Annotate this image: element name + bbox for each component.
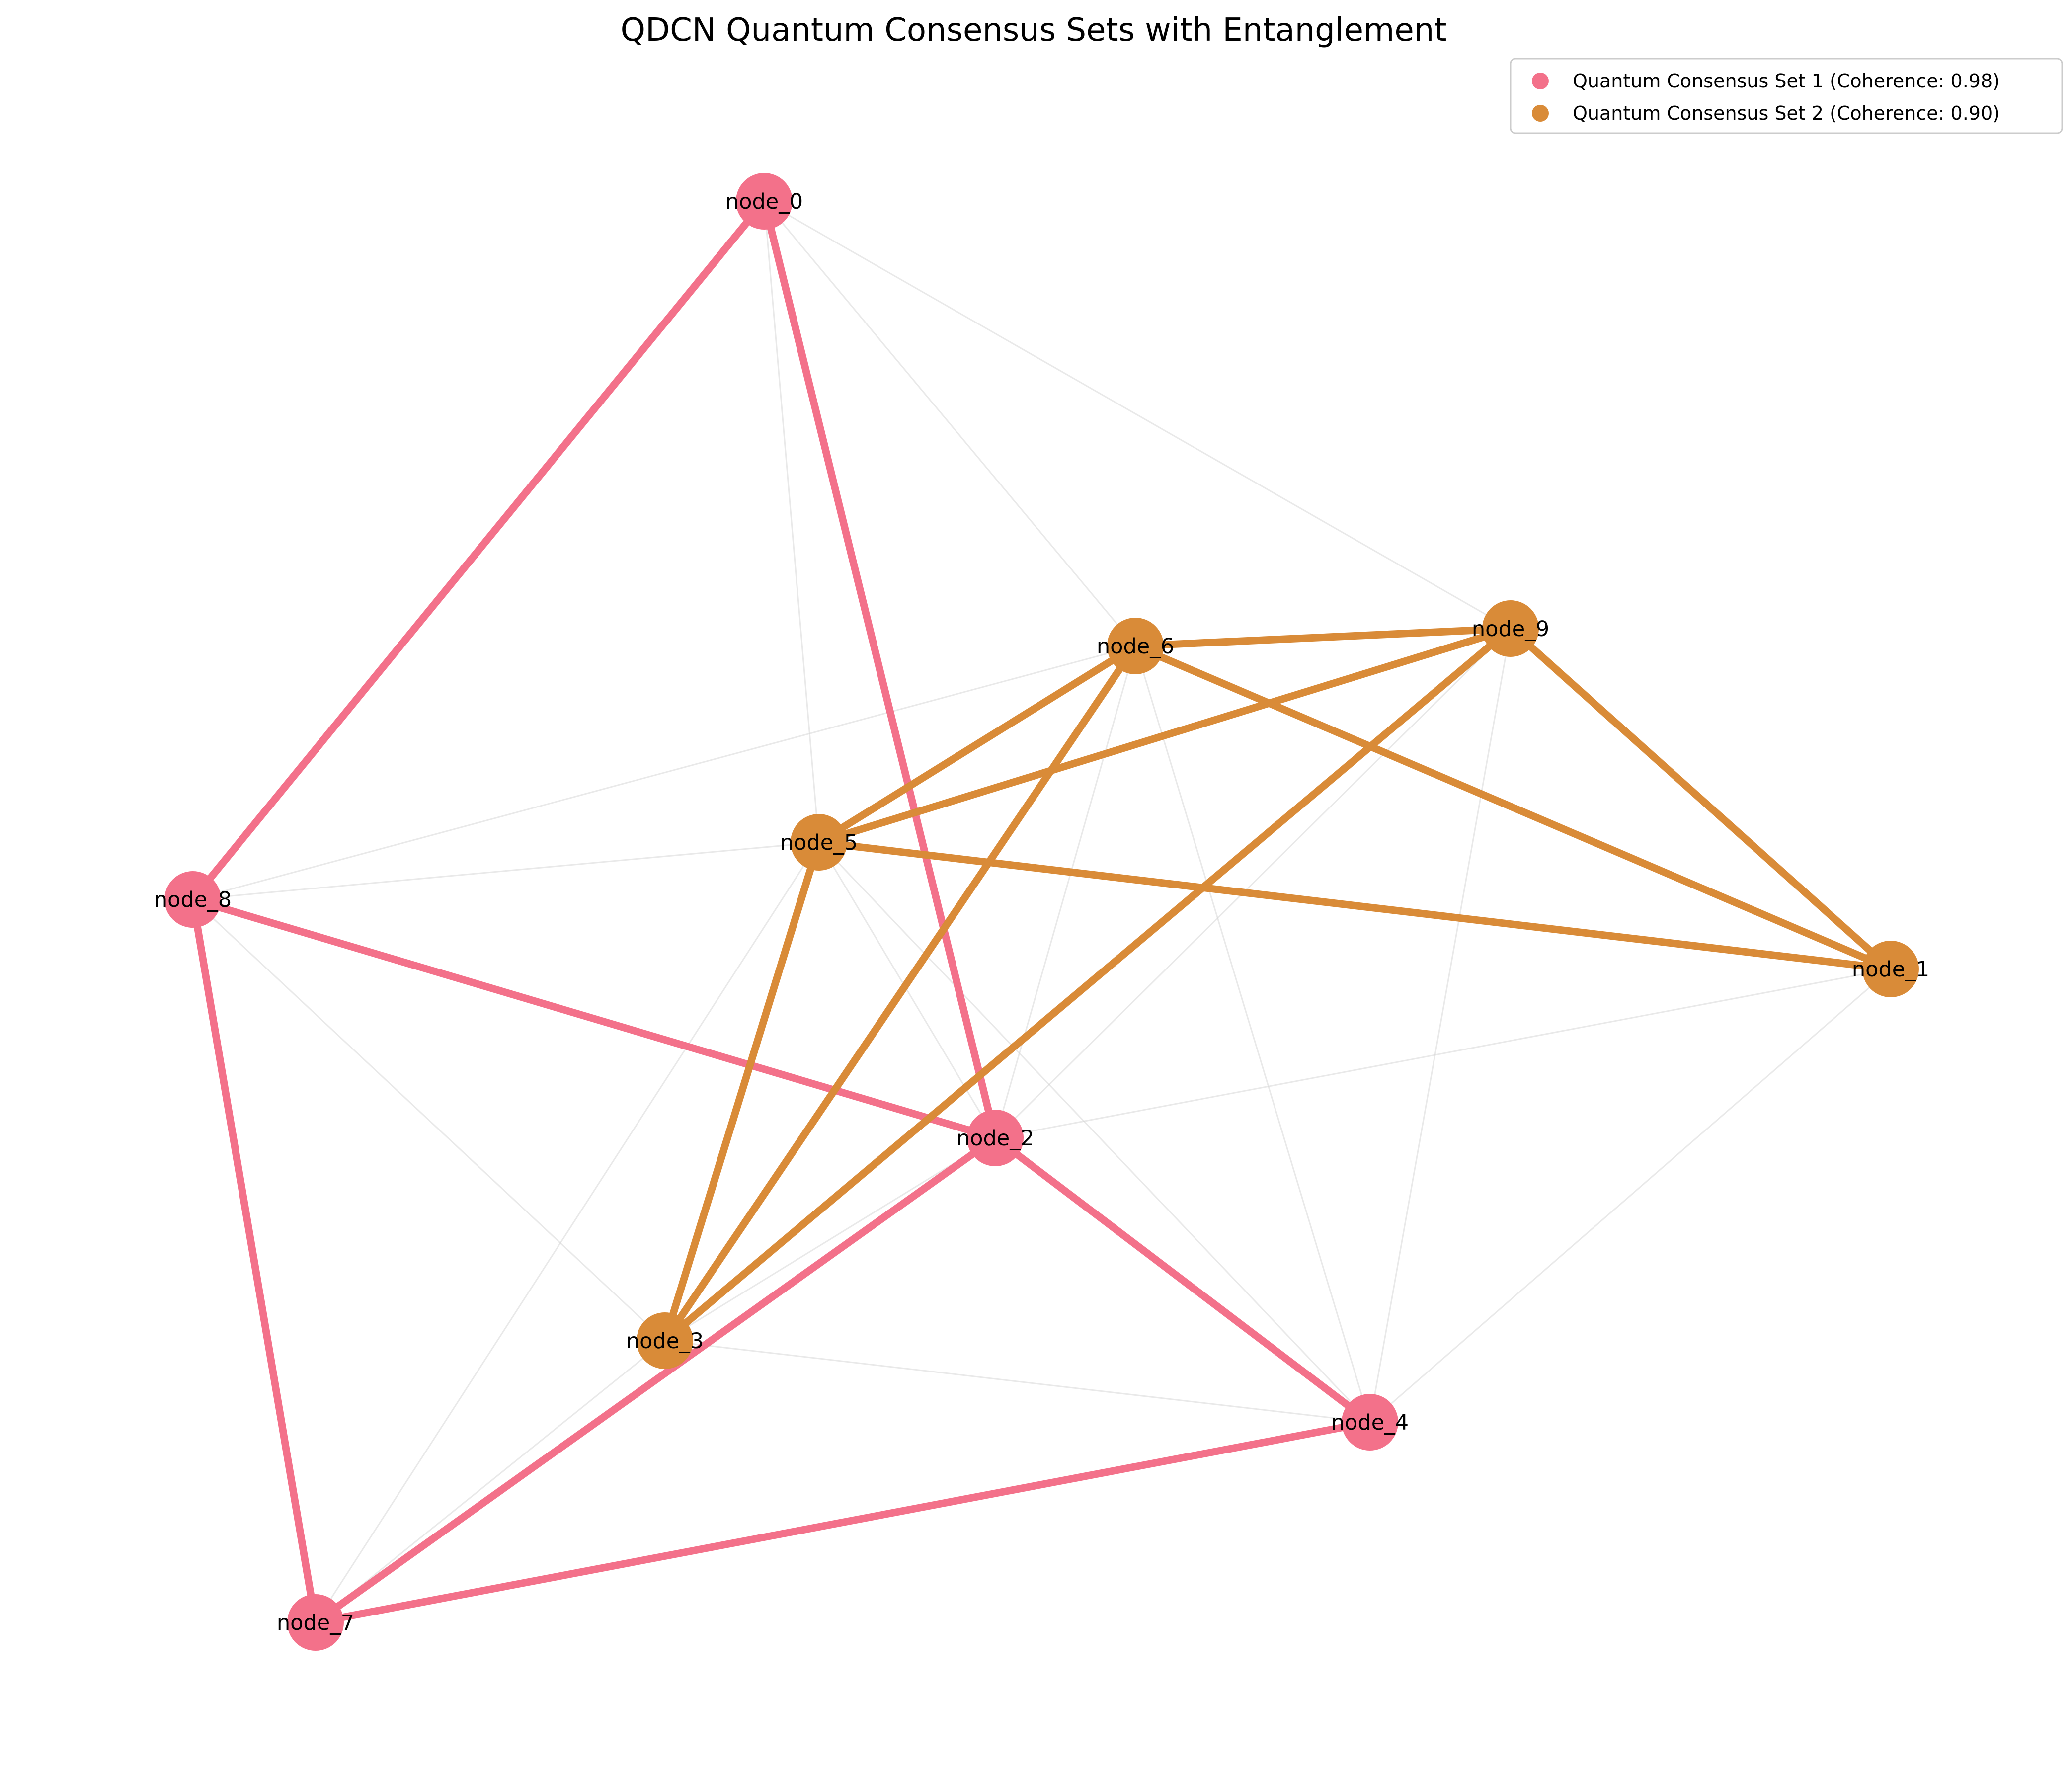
edge-node_6-node_2 (994, 646, 1136, 1138)
edge-node_0-node_6 (763, 201, 1136, 646)
node-node_0 (736, 173, 793, 230)
edge-node_9-node_2 (994, 628, 1512, 1139)
legend: Quantum Consensus Set 1 (Coherence: 0.98… (1510, 58, 2063, 134)
node-node_7 (287, 1594, 344, 1651)
node-node_1 (1862, 941, 1919, 997)
node-label-node_5: node_5 (780, 830, 858, 855)
edge-node_2-node_3 (664, 1137, 996, 1342)
legend-frame (1510, 58, 2063, 134)
node-node_9 (1482, 600, 1539, 657)
node-label-node_9: node_9 (1472, 617, 1549, 642)
node-label-node_8: node_8 (154, 888, 232, 912)
consensus-edge-set-2-node_6-node_3 (661, 644, 1139, 1343)
node-node_4 (1342, 1394, 1398, 1451)
consensus-edge-set-2-node_5-node_1 (818, 838, 1891, 973)
consensus-edge-set-1-node_0-node_2 (760, 200, 999, 1139)
consensus-edge-set-2-node_9-node_5 (817, 625, 1512, 846)
edge-node_9-node_4 (1369, 628, 1512, 1423)
consensus-edges (189, 199, 1894, 1626)
edge-node_6-node_4 (1134, 646, 1371, 1423)
legend-marker-set-2 (1532, 105, 1549, 122)
consensus-edge-set-2-node_6-node_9 (1135, 625, 1511, 650)
edge-node_2-node_1 (995, 968, 1891, 1139)
edge-node_3-node_4 (664, 1340, 1370, 1423)
consensus-edge-set-2-node_6-node_5 (817, 643, 1137, 846)
consensus-edge-set-1-node_2-node_4 (993, 1135, 1372, 1425)
edge-node_3-node_7 (315, 1340, 665, 1623)
consensus-edge-set-1-node_0-node_8 (190, 199, 767, 902)
node-label-node_6: node_6 (1097, 634, 1174, 659)
consensus-edge-set-2-node_9-node_3 (662, 626, 1513, 1344)
node-node_2 (967, 1110, 1024, 1166)
node-node_3 (637, 1312, 693, 1369)
node-node_5 (791, 814, 847, 871)
node-label-node_2: node_2 (956, 1126, 1034, 1151)
node-labels-layer: node_0node_1node_2node_3node_4node_5node… (154, 189, 1929, 1635)
consensus-edge-set-1-node_2-node_7 (313, 1134, 998, 1626)
background-edges (192, 200, 1891, 1623)
edge-node_0-node_5 (763, 201, 820, 843)
edge-node_8-node_6 (192, 645, 1136, 900)
node-label-node_3: node_3 (626, 1329, 704, 1354)
legend-label-set-1: Quantum Consensus Set 1 (Coherence: 0.98… (1573, 70, 2000, 92)
edge-node_1-node_4 (1369, 968, 1891, 1423)
consensus-edge-set-1-node_8-node_2 (191, 895, 997, 1142)
consensus-edge-set-1-node_8-node_7 (189, 898, 319, 1623)
consensus-edge-set-2-node_5-node_3 (661, 841, 823, 1342)
edge-node_8-node_3 (192, 898, 666, 1342)
consensus-edge-set-1-node_7-node_4 (315, 1418, 1371, 1626)
diagram-title: QDCN Quantum Consensus Sets with Entangl… (621, 12, 1447, 49)
edge-node_0-node_9 (764, 200, 1511, 630)
node-label-node_4: node_4 (1331, 1410, 1409, 1435)
nodes-layer (164, 173, 1919, 1651)
edge-node_5-node_7 (315, 842, 820, 1623)
edge-node_8-node_5 (192, 841, 819, 900)
consensus-edge-set-2-node_6-node_1 (1134, 643, 1892, 972)
node-node_8 (164, 871, 221, 928)
legend-marker-set-1 (1532, 73, 1549, 89)
consensus-edge-set-2-node_9-node_1 (1508, 626, 1894, 972)
legend-label-set-2: Quantum Consensus Set 2 (Coherence: 0.90… (1573, 102, 2000, 124)
node-node_6 (1107, 618, 1164, 674)
edge-node_5-node_4 (818, 841, 1371, 1423)
node-label-node_7: node_7 (277, 1611, 354, 1635)
node-label-node_1: node_1 (1852, 957, 1929, 982)
node-label-node_0: node_0 (725, 189, 803, 214)
